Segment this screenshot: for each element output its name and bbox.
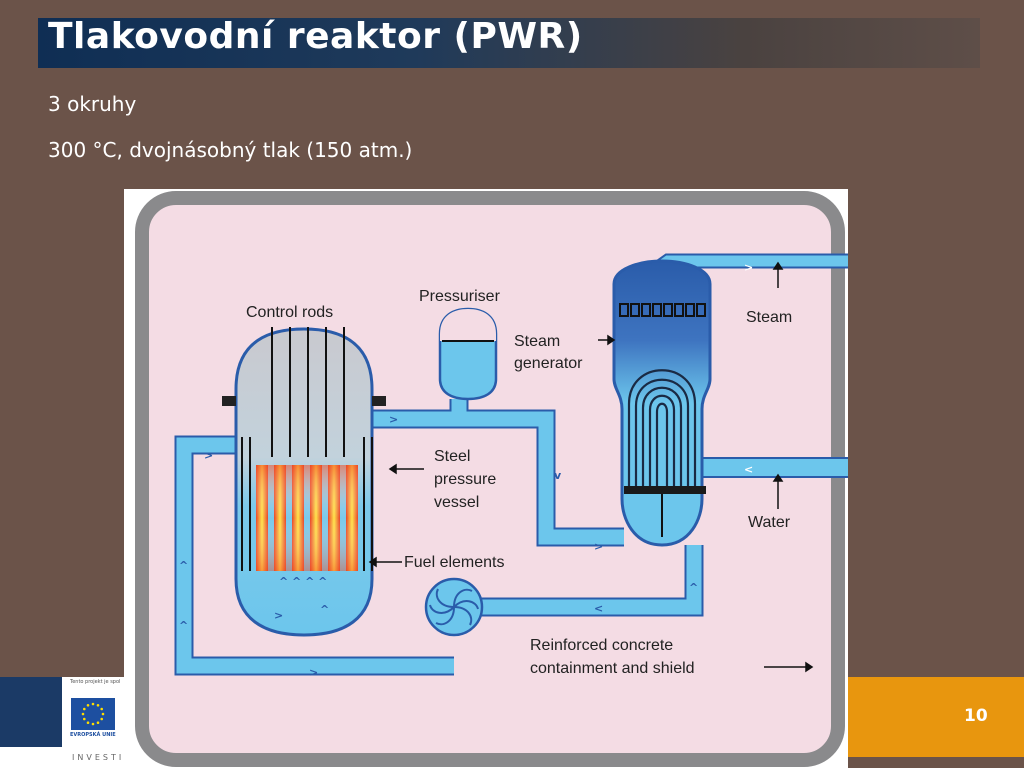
- flow-arrows: > ^ ^ > v > < > ^ > < ^ ^ ^ ^ > ^: [179, 261, 753, 679]
- steam-generator-label-1: Steam: [514, 333, 560, 350]
- vessel-flange-right: [372, 396, 386, 406]
- steel-vessel-label-2: pressure: [434, 471, 496, 488]
- footer-blue-block: [0, 677, 62, 747]
- fuel-elements: [256, 465, 358, 571]
- slide-title: Tlakovodní reaktor (PWR): [48, 16, 583, 57]
- svg-text:^ ^ ^ ^: ^ ^ ^ ^: [279, 575, 327, 588]
- steam-separators: [619, 303, 706, 317]
- svg-text:<: <: [744, 463, 753, 476]
- pressuriser-label: Pressuriser: [419, 288, 501, 305]
- concrete-label-2: containment and shield: [530, 660, 695, 677]
- steam-label: Steam: [746, 309, 792, 326]
- primary-loop-inner: [176, 399, 702, 674]
- eu-flag-icon: [71, 698, 115, 730]
- footer-project-text: Tento projekt je spol: [70, 679, 121, 685]
- eu-label: EVROPSKÁ UNIE: [70, 732, 116, 738]
- svg-text:>: >: [594, 540, 603, 553]
- svg-text:>: >: [744, 261, 753, 274]
- svg-text:^: ^: [320, 603, 329, 616]
- footer-invest-text: INVESTICI: [72, 753, 139, 762]
- svg-text:>: >: [204, 449, 213, 462]
- svg-text:^: ^: [689, 581, 698, 594]
- pump-icon: [424, 577, 484, 637]
- page-number: 10: [964, 706, 988, 726]
- control-rods-label: Control rods: [246, 304, 333, 321]
- fuel-elements-label: Fuel elements: [404, 554, 505, 571]
- steam-generator-label-2: generator: [514, 355, 583, 372]
- footer-orange-bar: [848, 677, 1024, 757]
- control-rods: [241, 327, 373, 571]
- concrete-label-1: Reinforced concrete: [530, 637, 673, 654]
- steel-vessel-label-1: Steel: [434, 448, 470, 465]
- title-bar: [38, 18, 980, 68]
- svg-text:>: >: [274, 609, 283, 622]
- svg-text:>: >: [389, 413, 398, 426]
- svg-text:^: ^: [179, 619, 188, 632]
- svg-text:<: <: [594, 602, 603, 615]
- bullet-circuits: 3 okruhy: [48, 92, 137, 116]
- svg-text:>: >: [309, 666, 318, 679]
- svg-text:v: v: [554, 469, 562, 482]
- svg-text:^: ^: [179, 559, 188, 572]
- bullet-temperature-pressure: 300 °C, dvojnásobný tlak (150 atm.): [48, 138, 413, 162]
- pwr-diagram: > ^ ^ > v > < > ^ > < ^ ^ ^ ^ > ^: [124, 189, 848, 768]
- water-label: Water: [748, 514, 791, 531]
- label-arrows: [368, 261, 814, 673]
- water-pipe: [700, 457, 848, 478]
- steel-vessel-label-3: vessel: [434, 494, 479, 511]
- u-tubes: [627, 369, 697, 489]
- vessel-flange-left: [222, 396, 236, 406]
- tube-sheet: [624, 486, 706, 494]
